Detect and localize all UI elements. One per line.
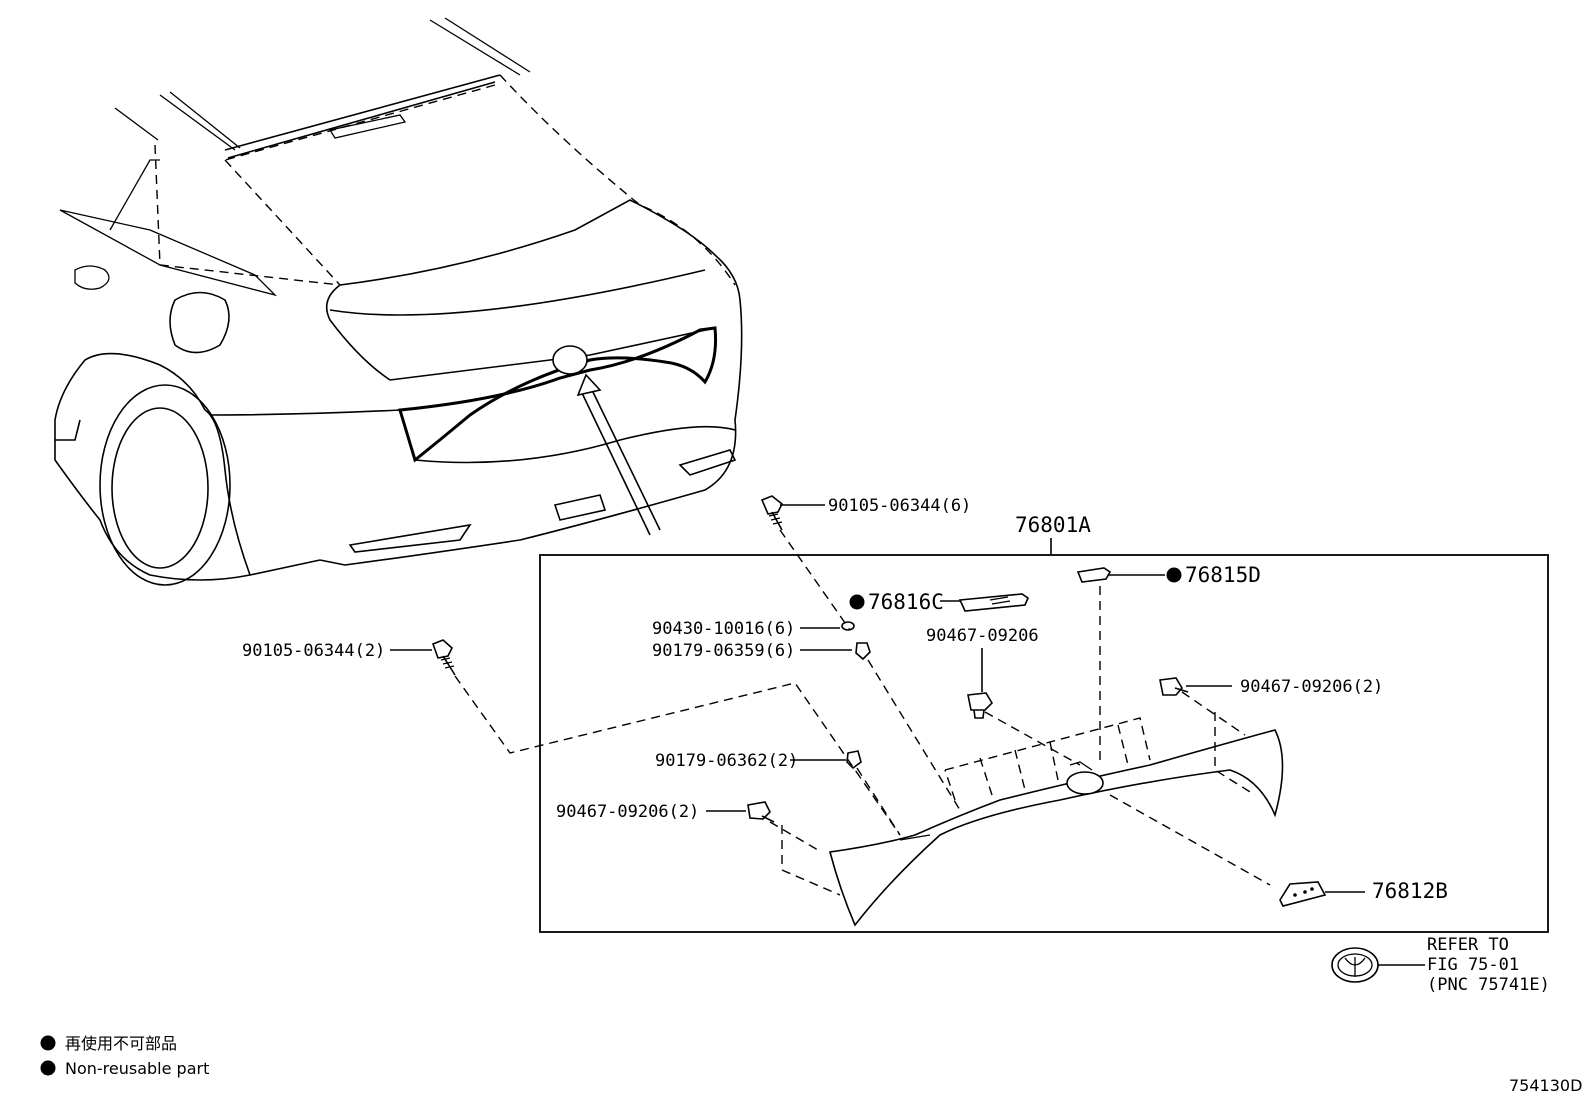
clip-center [967, 692, 994, 719]
refer-line3: (PNC 75741E) [1427, 975, 1550, 995]
nut [855, 642, 871, 661]
callout-bolt-left: 90105-06344(2) [242, 641, 385, 661]
nonreusable-marker-d [1166, 567, 1182, 583]
clip-right [1159, 677, 1189, 696]
nut-lower [846, 750, 862, 770]
figure-id: 754130D [1509, 1076, 1582, 1095]
refer-line2: FIG 75-01 [1427, 955, 1519, 975]
part-76812b [1279, 881, 1327, 907]
assembly-label: 76801A [1015, 513, 1091, 537]
callout-washer: 90430-10016(6) [652, 619, 795, 639]
callout-part-c: 76816C [868, 590, 944, 614]
washer [841, 621, 855, 631]
assembly-box [539, 554, 1549, 933]
callout-clip-center: 90467-09206 [926, 626, 1039, 646]
callout-nut: 90179-06359(6) [652, 641, 795, 661]
callout-part-b: 76812B [1372, 879, 1448, 903]
callout-part-d: 76815D [1185, 563, 1261, 587]
assembly-lines [454, 529, 1271, 896]
legend-marker-ja [40, 1035, 56, 1051]
rear-garnish-part [828, 729, 1284, 927]
callout-bolt-upper: 90105-06344(6) [828, 496, 971, 516]
bolt-left [431, 639, 456, 676]
refer-line1: REFER TO [1427, 935, 1509, 955]
callout-clip-right: 90467-09206(2) [1240, 677, 1383, 697]
callout-nut-lower: 90179-06362(2) [655, 751, 798, 771]
legend-line-en: Non-reusable part [65, 1059, 209, 1078]
car-illustration [54, 17, 743, 586]
clip-left [747, 801, 775, 823]
part-76816c [958, 593, 1029, 612]
emblem-reference [1331, 947, 1379, 983]
legend-line-ja: 再使用不可部品 [65, 1034, 177, 1053]
part-76815d [1076, 567, 1112, 583]
bolt-upper [760, 495, 784, 531]
callout-clip-left: 90467-09206(2) [556, 802, 699, 822]
nonreusable-marker-c [849, 594, 865, 610]
legend-marker-en [40, 1060, 56, 1076]
